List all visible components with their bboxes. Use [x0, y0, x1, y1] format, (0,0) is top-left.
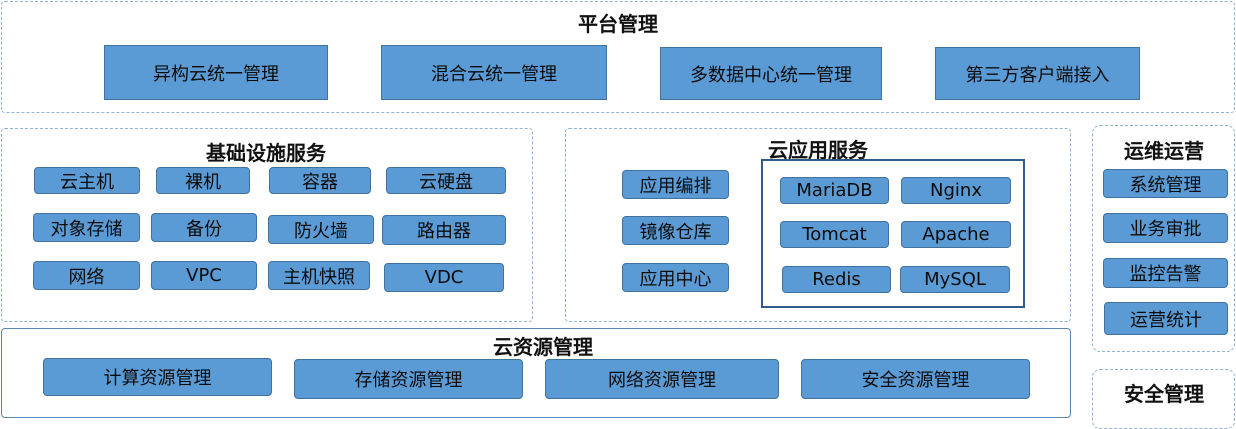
resource-title: 云资源管理 [493, 335, 593, 359]
middleware-redis[interactable]: Redis [782, 266, 891, 293]
infra-item-cloud-host[interactable]: 云主机 [34, 167, 140, 194]
cloudapp-item-orchestration[interactable]: 应用编排 [622, 170, 729, 199]
infra-item-host-snapshot[interactable]: 主机快照 [268, 261, 370, 290]
infra-item-bare-metal[interactable]: 裸机 [156, 167, 250, 194]
ops-panel [1092, 125, 1235, 352]
ops-item-system-management[interactable]: 系统管理 [1103, 169, 1228, 198]
ops-item-monitoring-alerts[interactable]: 监控告警 [1103, 258, 1228, 288]
infra-item-firewall[interactable]: 防火墙 [268, 215, 374, 244]
cloudapp-item-app-center[interactable]: 应用中心 [622, 263, 729, 292]
middleware-nginx[interactable]: Nginx [901, 177, 1011, 204]
platform-item-hybrid[interactable]: 混合云统一管理 [381, 45, 607, 100]
resource-item-security[interactable]: 安全资源管理 [801, 359, 1030, 399]
infra-item-network[interactable]: 网络 [33, 261, 140, 290]
ops-item-operation-stats[interactable]: 运营统计 [1104, 302, 1228, 335]
infra-item-vpc[interactable]: VPC [151, 261, 257, 290]
middleware-tomcat[interactable]: Tomcat [780, 221, 889, 248]
middleware-mysql[interactable]: MySQL [900, 266, 1010, 293]
middleware-frame [761, 159, 1025, 308]
ops-item-business-approval[interactable]: 业务审批 [1103, 213, 1228, 243]
platform-item-third-party[interactable]: 第三方客户端接入 [935, 47, 1140, 100]
infra-item-backup[interactable]: 备份 [151, 213, 257, 242]
cloudapp-panel [565, 128, 1071, 322]
resource-item-compute[interactable]: 计算资源管理 [43, 358, 272, 396]
security-title: 安全管理 [1124, 382, 1204, 406]
platform-item-heterogeneous[interactable]: 异构云统一管理 [104, 45, 328, 100]
middleware-apache[interactable]: Apache [901, 221, 1011, 248]
resource-item-storage[interactable]: 存储资源管理 [294, 359, 523, 399]
infra-panel [1, 128, 533, 322]
infra-item-container[interactable]: 容器 [269, 167, 371, 194]
cloudapp-item-image-registry[interactable]: 镜像仓库 [622, 216, 729, 245]
platform-panel [1, 1, 1235, 113]
resource-item-network[interactable]: 网络资源管理 [545, 359, 779, 399]
middleware-mariadb[interactable]: MariaDB [780, 177, 889, 204]
cloudapp-title: 云应用服务 [768, 138, 868, 162]
infra-title: 基础设施服务 [206, 141, 326, 165]
infra-item-router[interactable]: 路由器 [382, 215, 506, 245]
infra-item-cloud-disk[interactable]: 云硬盘 [386, 167, 506, 194]
platform-title: 平台管理 [578, 12, 658, 36]
infra-item-vdc[interactable]: VDC [384, 263, 504, 292]
infra-item-object-storage[interactable]: 对象存储 [33, 213, 140, 242]
platform-item-multi-dc[interactable]: 多数据中心统一管理 [660, 47, 882, 100]
ops-title: 运维运营 [1124, 139, 1204, 163]
